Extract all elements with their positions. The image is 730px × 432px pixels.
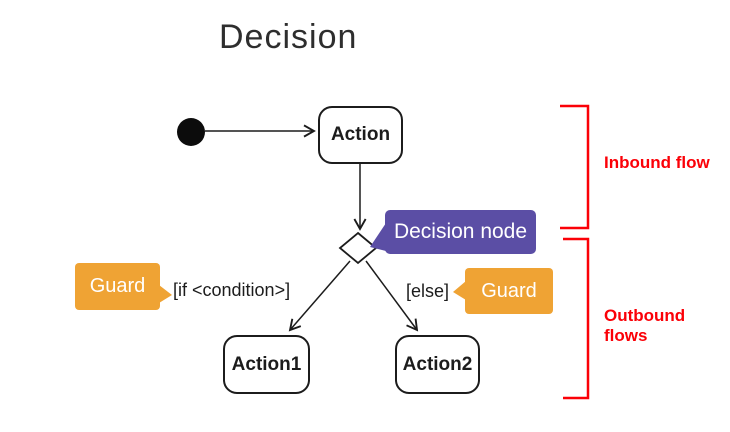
decision-node-callout-label: Decision node xyxy=(393,220,528,243)
decision-diamond xyxy=(338,231,378,265)
outbound-flows-annotation: Outbound flows xyxy=(604,306,686,345)
guard-right-callout: Guard xyxy=(465,268,553,314)
node-action: Action xyxy=(318,106,403,164)
guard-left-callout: Guard xyxy=(75,263,160,310)
node-action-label: Action xyxy=(330,124,391,145)
outbound-flows-bracket xyxy=(563,237,590,400)
guard-right-callout-label: Guard xyxy=(481,279,537,302)
flow-decision-to-action1 xyxy=(288,260,351,332)
guard-left-callout-label: Guard xyxy=(89,275,146,297)
flow-decision-to-action2 xyxy=(365,260,419,332)
guard-condition-label: [if <condition>] xyxy=(173,280,291,300)
slide-title: Decision xyxy=(219,18,358,56)
node-action1: Action1 xyxy=(223,335,310,394)
node-action2-label: Action2 xyxy=(402,353,473,375)
inbound-flow-annotation: Inbound flow xyxy=(604,153,710,172)
guard-else-label: [else] xyxy=(406,281,450,301)
node-action2: Action2 xyxy=(395,335,480,394)
decision-node-callout: Decision node xyxy=(385,210,536,254)
guard-left-callout-tail xyxy=(159,285,172,303)
node-action1-label: Action1 xyxy=(231,353,302,375)
inbound-flow-bracket xyxy=(560,104,590,230)
initial-node xyxy=(177,118,205,146)
decision-callout-tail xyxy=(370,223,386,251)
guard-right-callout-tail xyxy=(453,281,466,300)
